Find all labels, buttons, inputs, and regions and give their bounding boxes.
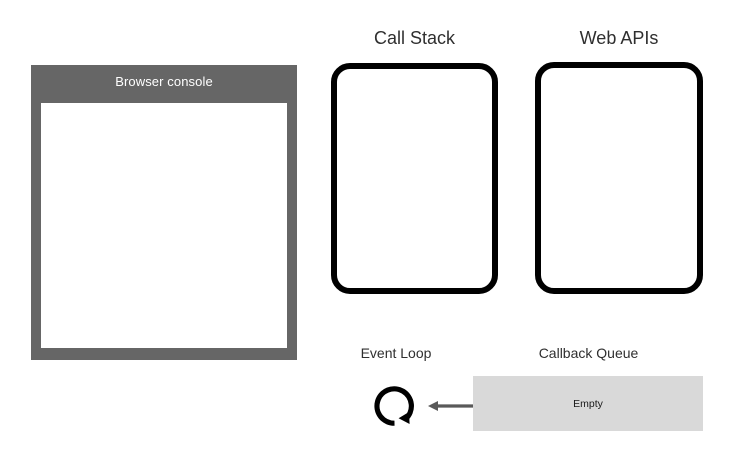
web-apis-title: Web APIs	[579, 28, 659, 48]
browser-console-output[interactable]	[41, 103, 287, 348]
web-apis-box	[535, 62, 703, 294]
callback-queue-box: Empty	[473, 376, 703, 431]
circular-arrow-icon	[374, 386, 414, 426]
callback-queue-status: Empty	[573, 397, 603, 410]
callback-queue-title: Callback Queue	[538, 345, 639, 361]
web-apis-items	[541, 68, 697, 84]
arrow-left-icon	[428, 401, 474, 411]
call-stack-frames	[337, 69, 492, 85]
call-stack-title: Call Stack	[373, 28, 456, 48]
event-loop-title: Event Loop	[360, 345, 432, 361]
call-stack-box	[331, 63, 498, 294]
browser-console-output-text	[41, 103, 287, 119]
browser-console-label: Browser console	[115, 74, 213, 89]
